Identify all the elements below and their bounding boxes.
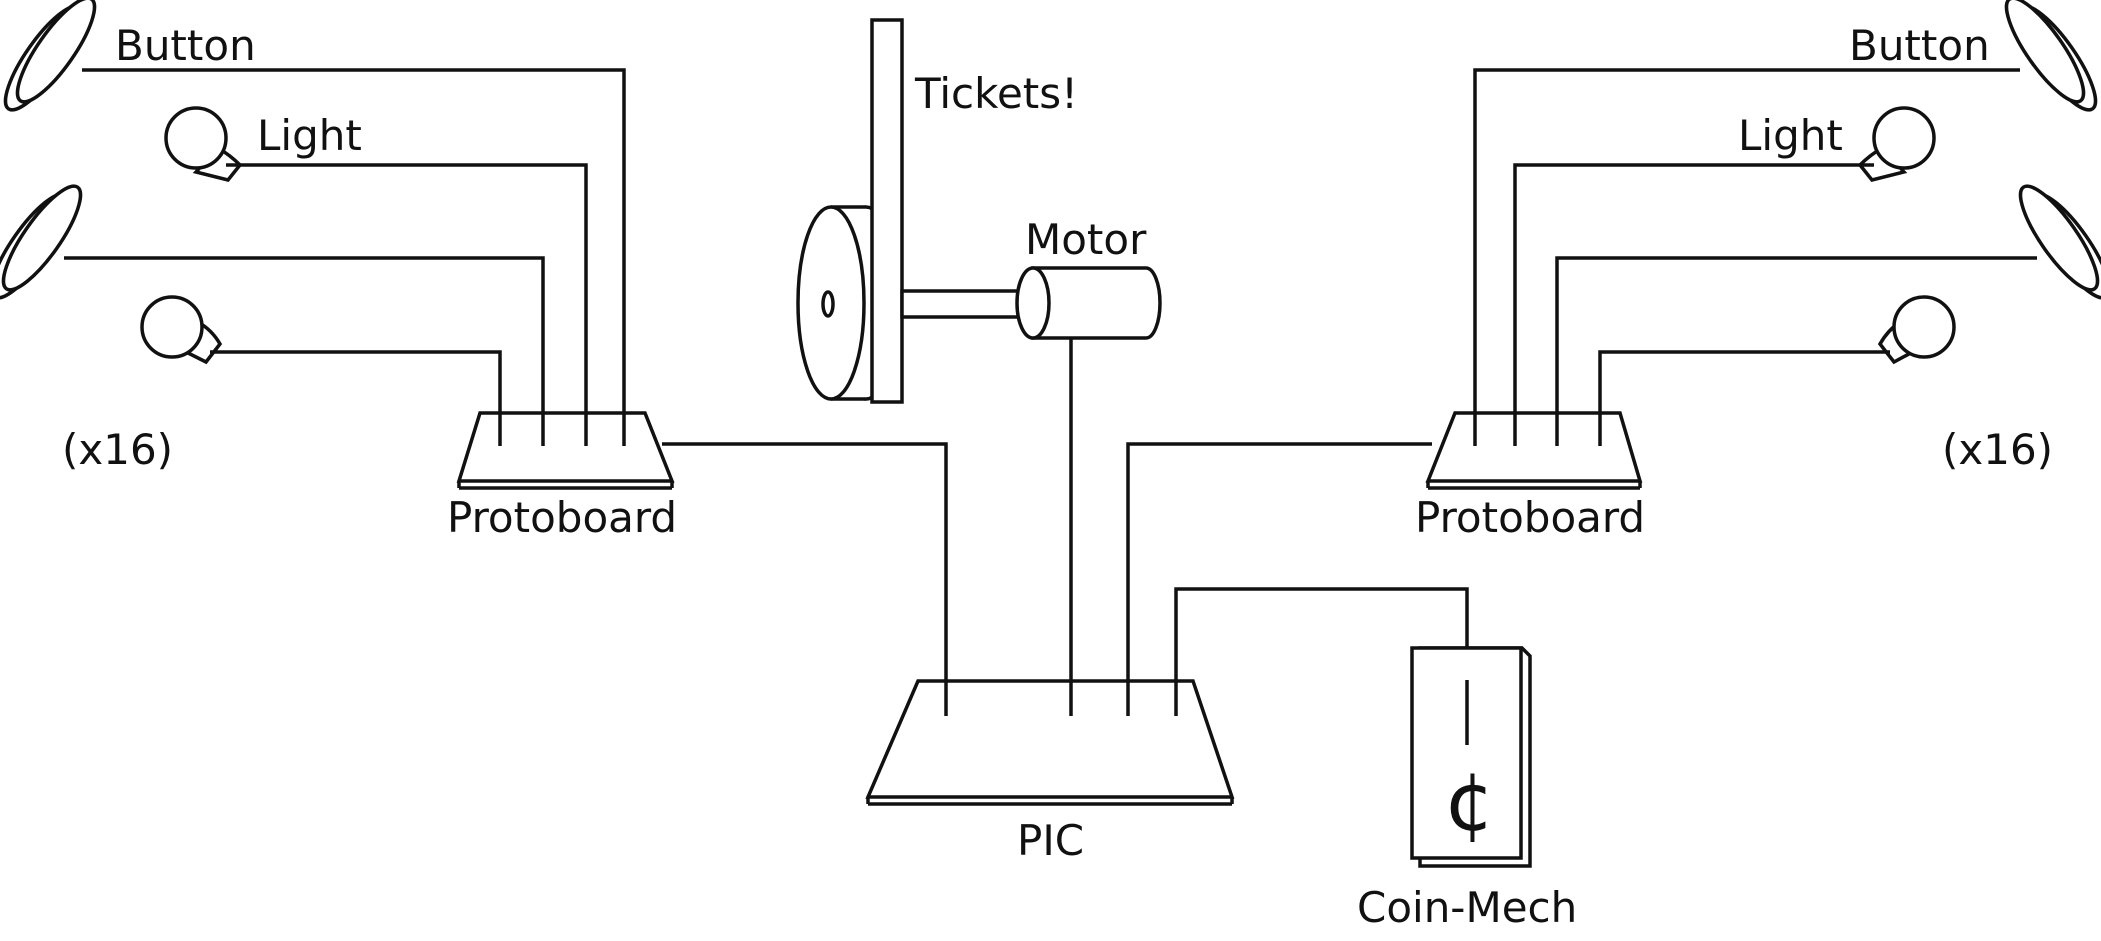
right-light-label: Light [1738,111,1843,160]
right-protoboard-icon [1425,411,1643,490]
left-button-1-icon [3,0,97,112]
motor-shaft [900,289,1036,319]
right-count-label: (x16) [1942,425,2053,474]
motor-label: Motor [1025,215,1147,264]
center-wires [662,338,1469,716]
left-protoboard-icon [456,411,675,490]
left-count-label: (x16) [62,425,173,474]
tickets-label: Tickets! [914,69,1078,118]
coin-symbol: ¢ [1444,756,1495,849]
left-protoboard-label: Protoboard [447,493,677,542]
right-light-2-icon [1877,295,1956,365]
left-button-label: Button [115,21,256,70]
left-light-label: Light [257,111,362,160]
right-button-1-icon [2004,0,2098,112]
left-light-2-icon [140,295,223,365]
right-light-1-icon [1857,106,1936,182]
right-button-label: Button [1849,21,1990,70]
right-protoboard-label: Protoboard [1415,493,1645,542]
left-button-2-icon [0,184,83,300]
ticket-strip [870,18,904,404]
pic-label: PIC [1017,816,1084,865]
right-button-2-icon [2018,184,2101,300]
left-light-1-icon [164,106,243,182]
coin-mech-label: Coin-Mech [1357,883,1577,932]
pic-chip-icon [865,679,1235,806]
motor-icon [1015,266,1162,340]
coin-mech-icon: ¢ [1410,646,1532,868]
